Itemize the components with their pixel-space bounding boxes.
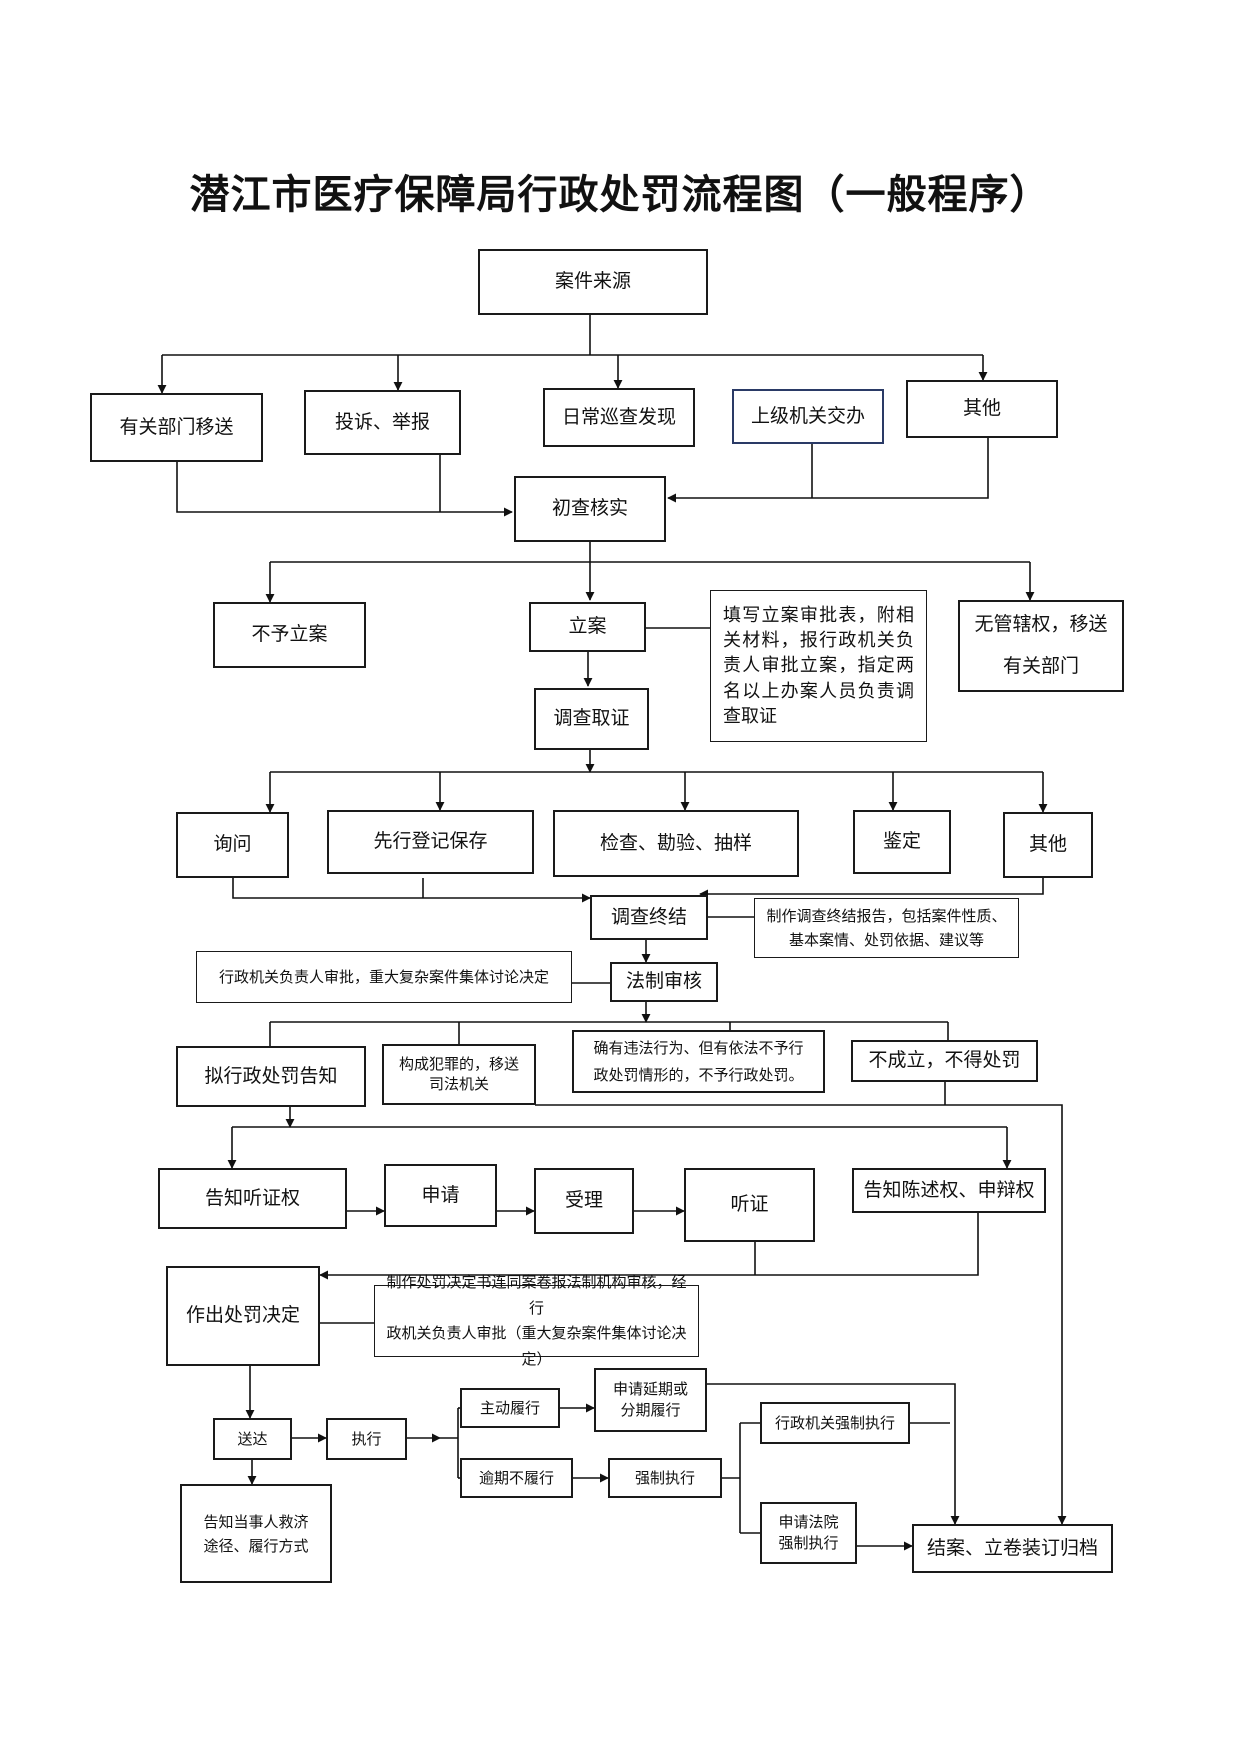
node-statement-right: 告知陈述权、申辩权 (852, 1168, 1046, 1213)
node-enforce: 强制执行 (608, 1458, 722, 1498)
node-execute: 执行 (326, 1418, 407, 1460)
node-case-source: 案件来源 (478, 249, 708, 315)
page-title: 潜江市医疗保障局行政处罚流程图（一般程序） (189, 171, 1051, 218)
node-other-method: 其他 (1003, 812, 1093, 878)
node-penalty-decision: 作出处罚决定 (166, 1266, 320, 1366)
note-investigation-report: 制作调查终结报告，包括案件性质、基本案情、处罚依据、建议等 (754, 898, 1019, 958)
node-voluntary: 主动履行 (460, 1388, 560, 1428)
note-decision-review: 制作处罚决定书连同案卷报法制机构审核，经行 政机关负责人审批（重大复杂案件集体讨… (374, 1273, 699, 1368)
node-no-penalty: 确有违法行为、但有依法不予行 政处罚情形的，不予行政处罚。 (572, 1030, 825, 1093)
node-investigation-end: 调查终结 (590, 895, 708, 940)
node-accept: 受理 (534, 1168, 634, 1234)
node-superior: 上级机关交办 (732, 389, 884, 444)
node-initial-check: 初查核实 (514, 476, 666, 542)
node-overdue: 逾期不履行 (460, 1458, 573, 1498)
node-other-source: 其他 (906, 380, 1058, 438)
node-inspect: 检查、勘验、抽样 (553, 810, 799, 877)
node-deliver: 送达 (213, 1418, 292, 1460)
node-remedy-notice: 告知当事人救济 途径、履行方式 (180, 1484, 332, 1583)
note-file-case: 填写立案审批表，附相关材料，报行政机关负责人审批立案，指定两名以上办案人员负责调… (710, 590, 927, 742)
node-investigate: 调查取证 (534, 688, 649, 750)
node-file-case: 立案 (529, 602, 646, 652)
node-preserve: 先行登记保存 (327, 810, 534, 874)
node-admin-enforce: 行政机关强制执行 (760, 1402, 910, 1444)
node-hearing-right: 告知听证权 (158, 1168, 347, 1229)
note-leader-approval: 行政机关负责人审批，重大复杂案件集体讨论决定 (196, 951, 572, 1003)
node-court-enforce: 申请法院 强制执行 (760, 1502, 857, 1564)
node-complaint: 投诉、举报 (304, 390, 461, 455)
node-no-case: 不予立案 (213, 602, 366, 668)
node-apply: 申请 (384, 1164, 497, 1227)
node-close-archive: 结案、立卷装订归档 (912, 1524, 1113, 1573)
node-crime-transfer: 构成犯罪的，移送 司法机关 (382, 1044, 536, 1105)
node-patrol: 日常巡查发现 (543, 388, 695, 447)
node-extension: 申请延期或 分期履行 (594, 1368, 707, 1432)
node-no-jurisdiction: 无管辖权，移送 有关部门 (958, 600, 1124, 692)
node-dept-transfer: 有关部门移送 (90, 393, 263, 462)
node-legal-review: 法制审核 (610, 962, 718, 1002)
node-not-established: 不成立，不得处罚 (851, 1040, 1038, 1082)
node-appraise: 鉴定 (853, 810, 951, 874)
node-penalty-notice: 拟行政处罚告知 (176, 1046, 366, 1107)
node-hearing: 听证 (684, 1168, 815, 1242)
node-inquiry: 询问 (176, 812, 289, 878)
